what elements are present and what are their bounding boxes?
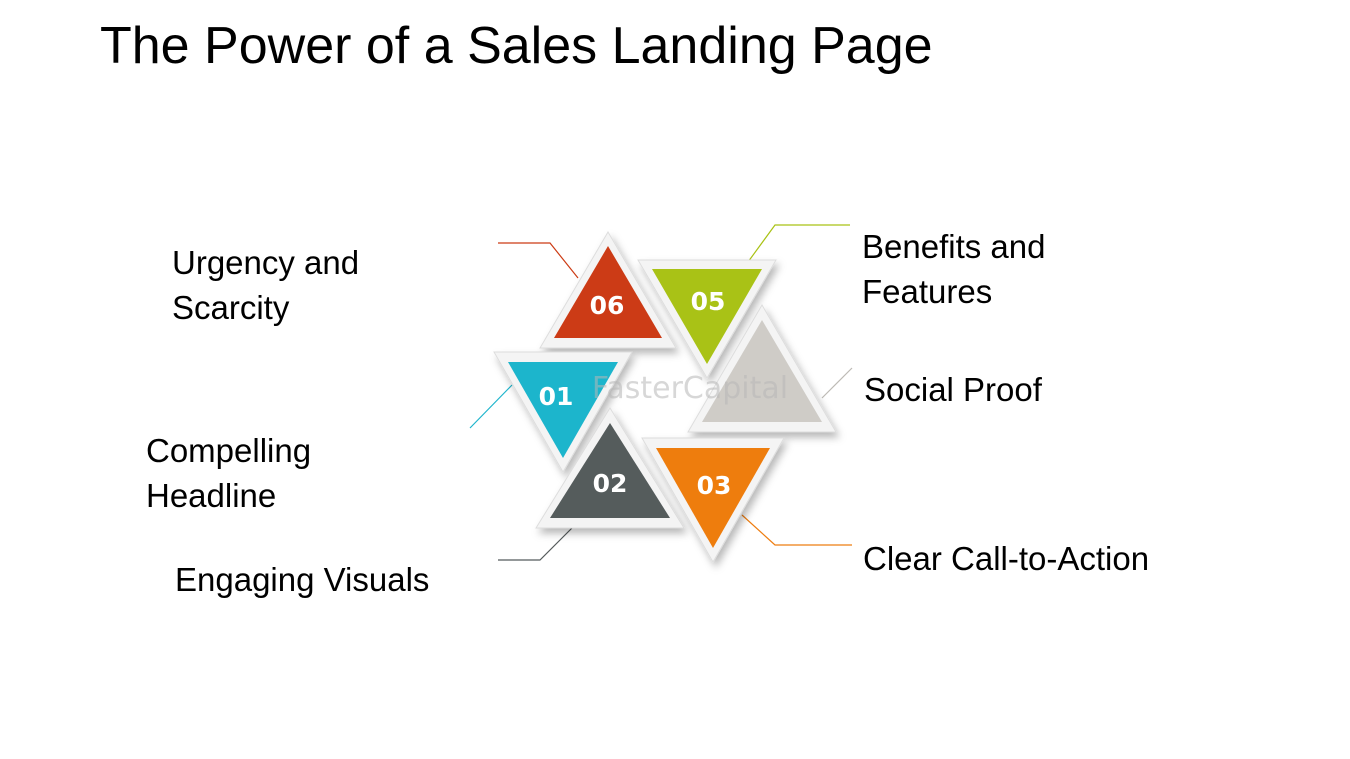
triangle-01-fill xyxy=(508,362,618,458)
triangle-05-fill xyxy=(652,269,762,364)
label-engaging-visuals: Engaging Visuals xyxy=(175,557,429,602)
connector-line-03 xyxy=(741,514,852,546)
label-urgency-scarcity: Urgency and Scarcity xyxy=(172,240,359,330)
number-02: 02 xyxy=(593,469,628,498)
triangle-03 xyxy=(641,437,785,564)
triangle-01 xyxy=(493,351,633,474)
label-line: Urgency and xyxy=(172,244,360,281)
label-line: Benefits and xyxy=(862,228,1046,265)
label-line: Features xyxy=(862,273,993,310)
label-line: Engaging Visuals xyxy=(175,561,430,598)
triangle-04 xyxy=(687,304,837,433)
label-benefits-features: Benefits and Features xyxy=(862,224,1045,314)
label-line: Social Proof xyxy=(864,371,1042,408)
number-05: 05 xyxy=(691,287,726,316)
label-social-proof: Social Proof xyxy=(864,367,1042,412)
triangle-06-fill xyxy=(554,246,662,338)
number-03: 03 xyxy=(697,471,732,500)
label-line: Clear Call-to-Action xyxy=(863,540,1150,577)
triangle-02-fill xyxy=(550,423,670,518)
label-clear-cta: Clear Call-to-Action xyxy=(863,536,1149,581)
connector-line-01 xyxy=(469,384,513,429)
triangle-06 xyxy=(539,231,677,349)
hexagon-triangle-diagram: 06 05 01 02 03 FasterCapital xyxy=(469,224,853,564)
connector-line-04 xyxy=(821,367,853,399)
triangle-04-fill xyxy=(702,320,822,422)
label-line: Compelling xyxy=(146,432,312,469)
triangle-03-fill xyxy=(656,448,770,548)
watermark: FasterCapital xyxy=(592,371,788,406)
label-line: Headline xyxy=(146,477,277,514)
label-line: Scarcity xyxy=(172,289,290,326)
page-title: The Power of a Sales Landing Page xyxy=(100,17,933,75)
number-06: 06 xyxy=(590,291,625,320)
triangle-05 xyxy=(637,259,777,379)
label-compelling-headline: Compelling Headline xyxy=(146,428,311,518)
connector-line-06 xyxy=(498,242,579,279)
number-01: 01 xyxy=(539,382,574,411)
connector-line-05 xyxy=(747,224,850,263)
connector-line-02 xyxy=(498,521,579,561)
triangle-02 xyxy=(535,407,685,529)
